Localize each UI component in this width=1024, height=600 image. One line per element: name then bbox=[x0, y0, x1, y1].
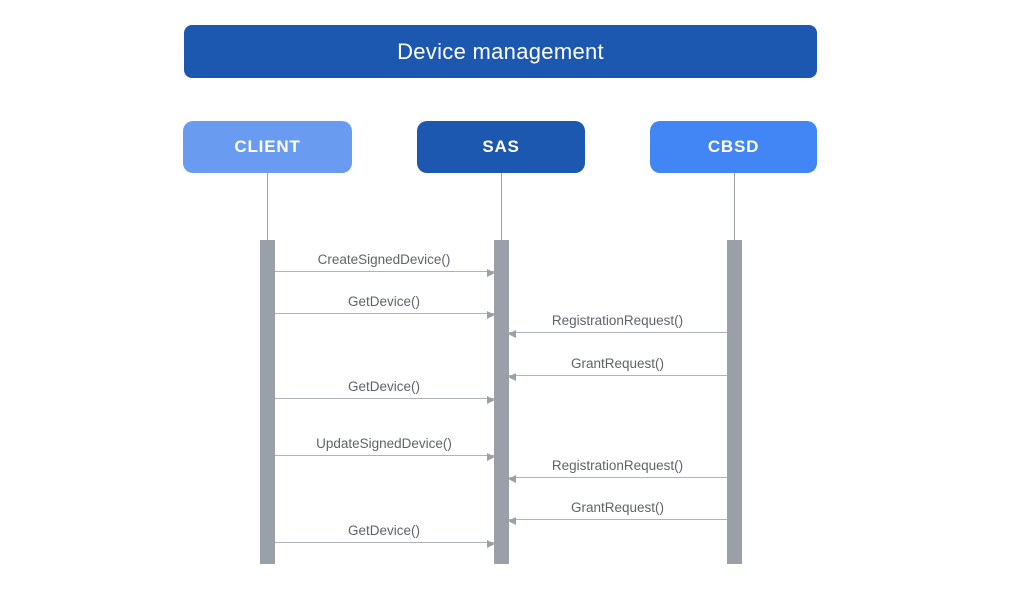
activation-bar-cbsd bbox=[727, 240, 742, 564]
actor-box-cbsd: CBSD bbox=[650, 121, 817, 173]
diagram-title-banner: Device management bbox=[184, 25, 817, 78]
message-arrow-line bbox=[507, 516, 727, 525]
lifeline-client bbox=[267, 173, 268, 240]
arrowhead-icon bbox=[486, 395, 495, 404]
message-client-to-sas: GetDevice() bbox=[274, 290, 495, 319]
message-label: GetDevice() bbox=[347, 294, 420, 309]
arrowhead-icon bbox=[486, 268, 495, 277]
message-cbsd-to-sas: RegistrationRequest() bbox=[507, 309, 727, 338]
message-client-to-sas: CreateSignedDevice() bbox=[274, 248, 495, 277]
actor-box-client: CLIENT bbox=[183, 121, 352, 173]
message-arrow-line bbox=[507, 474, 727, 483]
arrowhead-icon bbox=[486, 310, 495, 319]
message-label: CreateSignedDevice() bbox=[317, 252, 451, 267]
message-cbsd-to-sas: RegistrationRequest() bbox=[507, 454, 727, 483]
message-arrow-line bbox=[274, 310, 495, 319]
diagram-title: Device management bbox=[397, 38, 604, 64]
message-label: GetDevice() bbox=[347, 379, 420, 394]
message-arrow-line bbox=[274, 395, 495, 404]
arrowhead-icon bbox=[507, 329, 516, 338]
actor-box-sas: SAS bbox=[417, 121, 585, 173]
arrowhead-icon bbox=[486, 452, 495, 461]
message-label: GrantRequest() bbox=[570, 500, 665, 515]
message-cbsd-to-sas: GrantRequest() bbox=[507, 352, 727, 381]
message-arrow-line bbox=[274, 539, 495, 548]
message-arrow-line bbox=[274, 268, 495, 277]
arrowhead-icon bbox=[507, 372, 516, 381]
message-client-to-sas: GetDevice() bbox=[274, 375, 495, 404]
message-arrow-line bbox=[274, 452, 495, 461]
message-label: GetDevice() bbox=[347, 523, 420, 538]
message-label: RegistrationRequest() bbox=[551, 458, 684, 473]
message-label: GrantRequest() bbox=[570, 356, 665, 371]
message-client-to-sas: GetDevice() bbox=[274, 519, 495, 548]
arrowhead-icon bbox=[507, 474, 516, 483]
message-client-to-sas: UpdateSignedDevice() bbox=[274, 432, 495, 461]
message-cbsd-to-sas: GrantRequest() bbox=[507, 496, 727, 525]
activation-bar-client bbox=[260, 240, 275, 564]
arrowhead-icon bbox=[486, 539, 495, 548]
actor-label-sas: SAS bbox=[482, 137, 520, 156]
actor-label-cbsd: CBSD bbox=[707, 137, 760, 156]
message-label: RegistrationRequest() bbox=[551, 313, 684, 328]
lifeline-sas bbox=[501, 173, 502, 240]
actor-label-client: CLIENT bbox=[234, 137, 301, 156]
message-arrow-line bbox=[507, 329, 727, 338]
message-label: UpdateSignedDevice() bbox=[316, 436, 452, 451]
arrowhead-icon bbox=[507, 516, 516, 525]
lifeline-cbsd bbox=[734, 173, 735, 240]
message-arrow-line bbox=[507, 372, 727, 381]
activation-bar-sas bbox=[494, 240, 509, 564]
